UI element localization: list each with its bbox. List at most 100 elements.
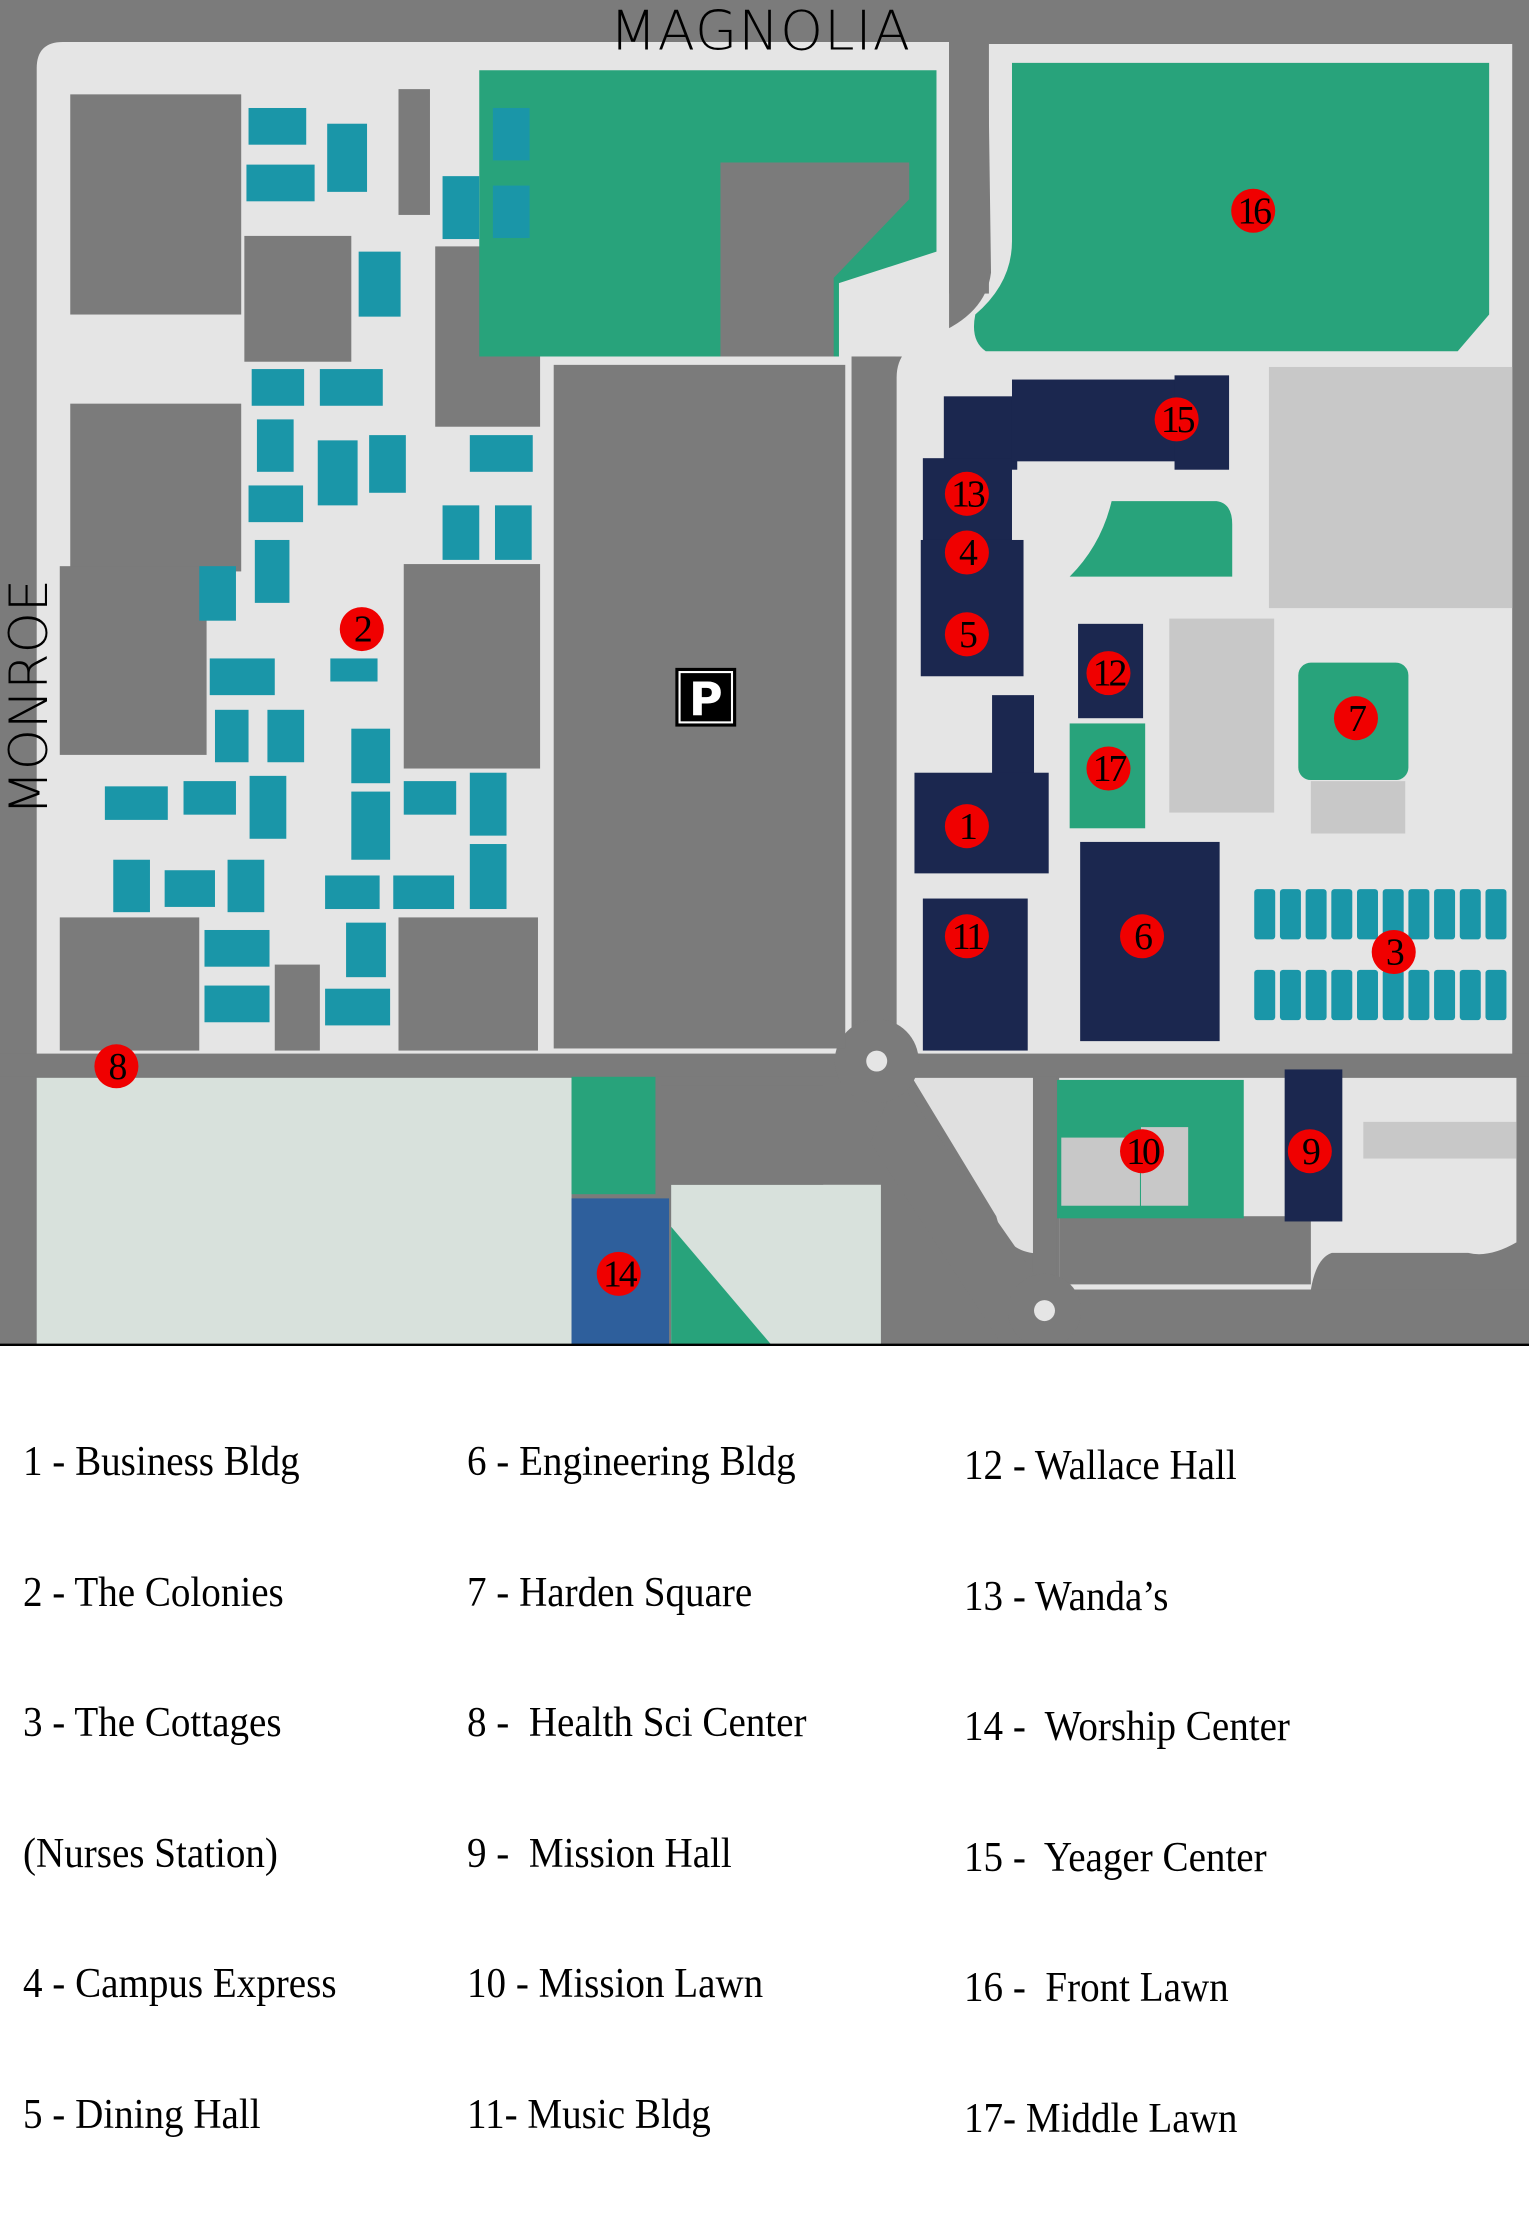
marker-dot <box>1120 1129 1165 1174</box>
legend-item: 17- Middle Lawn <box>964 2095 1238 2142</box>
marker-number: 2 <box>354 609 371 651</box>
marker-number: 1 <box>959 806 976 848</box>
residence-building <box>248 485 304 523</box>
gray-buildings <box>59 89 824 1185</box>
residence-building <box>492 107 530 161</box>
cottage-building <box>1408 969 1430 1021</box>
marker-dot <box>944 804 989 849</box>
marker-number: 12 <box>1093 653 1126 695</box>
location-marker-9: 9 <box>1287 1129 1332 1174</box>
cottage-building <box>1357 889 1378 940</box>
residence-building <box>469 772 507 836</box>
marker-dot <box>944 530 989 575</box>
parking-lot-north <box>720 162 910 357</box>
marker-dot <box>1333 696 1378 741</box>
residence-building <box>199 566 236 621</box>
legend-item: 7 - Harden Square <box>467 1569 753 1616</box>
residence-building <box>469 435 533 472</box>
residence-building <box>358 251 401 317</box>
cottage-building <box>1279 889 1301 940</box>
legend-column-3: 12 - Wallace Hall 13 - Wanda’s 14 - Wors… <box>964 1358 1290 2228</box>
residence-building <box>249 775 287 839</box>
location-marker-13: 13 <box>944 471 989 516</box>
cottage-building <box>1305 969 1327 1021</box>
location-marker-14: 14 <box>596 1251 641 1296</box>
legend-item: (Nurses Station) <box>23 1830 278 1877</box>
residence-building <box>113 859 150 913</box>
residence-building <box>246 164 315 202</box>
location-marker-11: 11 <box>944 914 989 959</box>
location-marker-10: 10 <box>1120 1129 1165 1174</box>
marker-number: 7 <box>1348 698 1366 740</box>
legend-item: 15 - Yeager Center <box>964 1834 1267 1881</box>
residence-building <box>214 709 249 763</box>
cottage-building <box>1459 889 1481 940</box>
marker-dot <box>944 612 989 657</box>
marker-number: 11 <box>952 916 983 958</box>
residence-building <box>494 505 532 560</box>
legend-item: 3 - The Cottages <box>23 1700 282 1746</box>
marker-dot <box>596 1251 641 1296</box>
marker-number: 8 <box>109 1046 127 1088</box>
cottage-building <box>1331 969 1353 1021</box>
map-legend: 1 - Business Bldg 2 - The Colonies 3 - T… <box>0 1346 1529 2140</box>
location-marker-4: 4 <box>944 530 989 575</box>
legend-item: 4 - Campus Express <box>23 1961 337 2007</box>
residence-building <box>251 369 305 406</box>
legend-item: 10 - Mission Lawn <box>467 1961 764 2007</box>
parking-sign-label: P <box>689 672 723 726</box>
location-marker-16: 16 <box>1231 188 1276 233</box>
location-marker-12: 12 <box>1086 651 1131 696</box>
cottage-building <box>1485 969 1507 1021</box>
marker-dot <box>944 914 989 959</box>
location-marker-2: 2 <box>339 607 384 652</box>
marker-dot <box>944 471 989 516</box>
location-marker-15: 15 <box>1154 397 1199 442</box>
marker-dot <box>339 607 384 652</box>
cottage-building <box>1357 969 1378 1021</box>
cottage-building <box>1408 889 1430 940</box>
residence-building <box>254 539 290 603</box>
residence-building <box>403 781 457 815</box>
residence-building <box>204 929 270 967</box>
residence-building <box>319 369 383 406</box>
residence-building <box>164 870 215 907</box>
residence-building <box>248 107 307 145</box>
cottage-building <box>1331 889 1353 940</box>
marker-number: 6 <box>1134 916 1152 958</box>
residence-building <box>267 709 305 763</box>
marker-dot <box>1120 914 1165 959</box>
residence-building <box>442 505 480 560</box>
residence-building <box>183 781 236 815</box>
location-marker-7: 7 <box>1333 696 1378 741</box>
legend-item: 8 - Health Sci Center <box>467 1700 807 1746</box>
marker-dot <box>1086 651 1131 696</box>
legend-item: 11- Music Bldg <box>467 2091 711 2138</box>
marker-number: 14 <box>603 1253 638 1295</box>
cottage-building <box>1279 969 1301 1021</box>
legend-item: 12 - Wallace Hall <box>964 1443 1237 1489</box>
roads <box>0 41 1529 1348</box>
marker-dot <box>1086 746 1131 791</box>
residence-building <box>325 988 391 1026</box>
legend-column-2: 6 - Engineering Bldg 7 - Harden Square 8… <box>467 1354 807 2224</box>
residence-building <box>204 985 270 1023</box>
residence-building <box>104 786 168 820</box>
residence-building <box>346 922 386 978</box>
location-marker-5: 5 <box>944 612 989 657</box>
residence-building <box>256 419 294 472</box>
residence-buildings <box>104 107 1507 1026</box>
legend-item: 13 - Wanda’s <box>964 1573 1169 1620</box>
residence-building <box>442 176 480 240</box>
residence-building <box>351 791 391 860</box>
legend-item: 1 - Business Bldg <box>23 1439 300 1485</box>
residence-building <box>317 440 358 506</box>
location-marker-6: 6 <box>1120 914 1165 959</box>
parking-sign <box>675 667 737 727</box>
residence-building <box>325 875 380 910</box>
marker-number: 15 <box>1161 399 1195 441</box>
marker-dot <box>1287 1129 1332 1174</box>
campus-map: P MAGNOLIA MONROE 1234567891011121314151… <box>0 0 1529 1348</box>
residence-building <box>351 728 391 784</box>
